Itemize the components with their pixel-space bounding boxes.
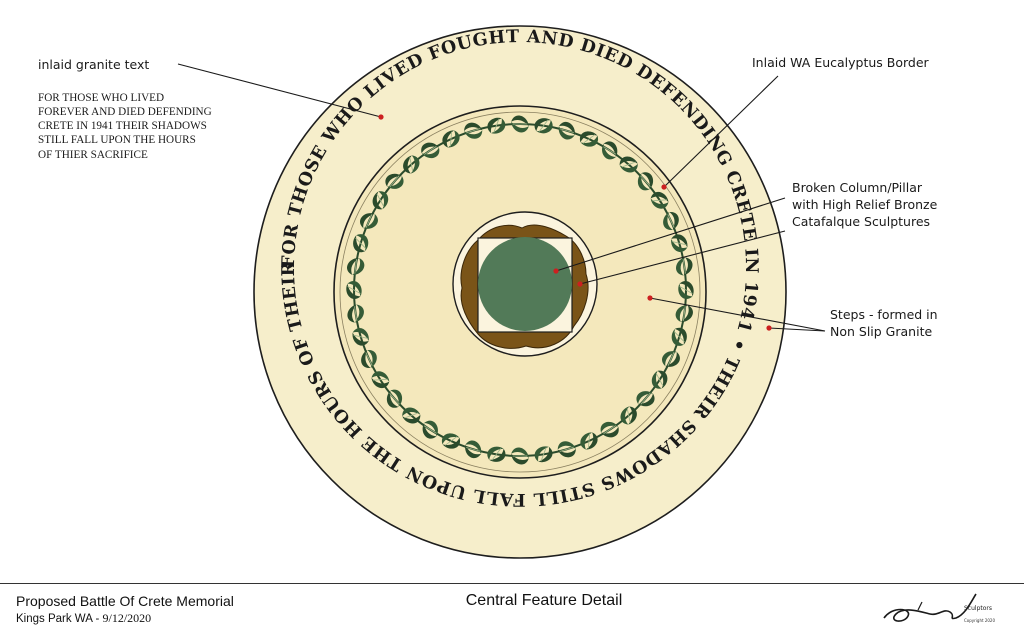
broken-column [478,237,572,331]
inner-step-edge [339,111,701,473]
project-location: Kings Park WA - 9/12/2020 [16,611,151,626]
leader-inlaid-text [177,63,382,118]
callout-steps-line: Non Slip Granite [830,324,932,339]
sheet-title: Central Feature Detail [465,592,623,609]
eucalyptus-border [342,112,698,468]
marker-inlaid-text [378,114,384,120]
location-text: Kings Park WA - [16,613,100,625]
leader-border [663,75,779,188]
leader-catafalque [579,230,786,285]
callout-column-line: Catafalque Sculptures [792,214,930,229]
title-block: Proposed Battle Of Crete Memorial Kings … [0,583,1024,632]
memorial-plan-diagram: FOR THOSE WHO LIVED FOUGHT AND DIED DEFE… [0,0,938,559]
leader-steps-outer [768,327,826,332]
logo-copyright: Copyright 2020 [964,618,995,623]
signature-stroke [883,593,977,622]
logo-caption: Sculptors [964,605,992,612]
inscription-line: OF THIER SACRIFICE [38,149,148,161]
callout-steps-line: Steps - formed in [830,307,938,322]
callout-column-line: with High Relief Bronze [792,197,938,212]
drawing-date: 9/12/2020 [102,611,152,625]
inscription-line: STILL FALL UPON THE HOURS [38,134,196,146]
leader-steps-inner [649,297,826,332]
leader-column [555,197,786,272]
marker-column [553,268,559,274]
callout-border-label: Inlaid WA Eucalyptus Border [752,55,930,70]
signature-stroke [917,601,923,611]
inscription-line: CRETE IN 1941 THEIR SHADOWS [38,120,207,132]
callout-column-line: Broken Column/Pillar [792,180,923,195]
project-title: Proposed Battle Of Crete Memorial [16,593,234,609]
marker-steps-inner [647,295,653,301]
inscription-line: FOREVER AND DIED DEFENDING [38,106,212,118]
marker-border [661,184,667,190]
callout-inlaid-text-body: FOR THOSE WHO LIVED FOREVER AND DIED DEF… [38,92,212,161]
callout-inlaid-text-title: inlaid granite text [38,57,149,72]
inscription-line: FOR THOSE WHO LIVED [38,92,164,104]
marker-steps-outer [766,325,772,331]
marker-catafalque [577,281,583,287]
sculptor-signature-logo: Sculptors Copyright 2020 [883,593,995,623]
